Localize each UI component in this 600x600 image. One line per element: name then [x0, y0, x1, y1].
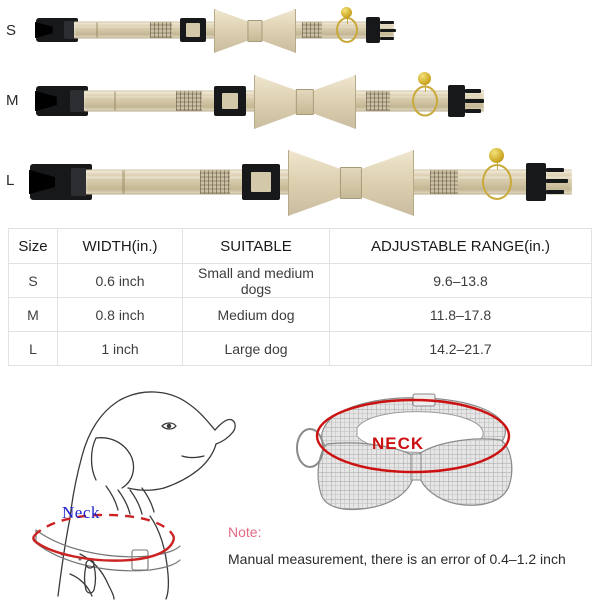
column-header-adjustable-range: ADJUSTABLE RANGE(in.) — [329, 228, 592, 264]
dog-neck-measurement-diagram — [0, 378, 292, 600]
table-header-row: Size WIDTH(in.) SUITABLE ADJUSTABLE RANG… — [8, 228, 592, 264]
bow-knot — [339, 166, 363, 200]
plaid-block — [302, 21, 322, 39]
product-row-small: S — [0, 0, 600, 60]
bow-tie — [214, 9, 296, 53]
dog-collar-medium — [36, 72, 502, 130]
bow-wing-right — [418, 438, 513, 506]
collar-neck-measurement-diagram — [295, 382, 550, 514]
buckle-prong — [465, 99, 484, 103]
cell-adjustable-range: 9.6–13.8 — [329, 263, 592, 298]
plaid-block — [176, 90, 202, 112]
bow-knot — [295, 88, 315, 116]
cell-width: 0.8 inch — [57, 297, 183, 332]
plaid-block — [366, 90, 390, 112]
bow-wing-left — [214, 9, 251, 53]
buckle-prong — [546, 190, 564, 194]
cell-adjustable-range: 14.2–21.7 — [329, 331, 592, 366]
bow-wing-left — [254, 75, 299, 129]
webbing-stripe — [122, 170, 125, 194]
bow-wing-right — [359, 150, 414, 216]
table-row: M 0.8 inch Medium dog 11.8–17.8 — [8, 297, 592, 332]
dog-neck-label: Neck — [62, 503, 100, 522]
buckle-receiver-icon — [448, 85, 465, 117]
neck-measure-ellipse — [315, 398, 511, 474]
webbing-stripe — [96, 22, 98, 38]
slide-adjuster-icon — [180, 18, 206, 42]
bell-stem — [347, 14, 348, 24]
bow-tie — [288, 150, 414, 216]
slide-adjuster-icon — [242, 164, 280, 200]
side-release-buckle-icon — [36, 86, 88, 116]
plaid-block — [200, 169, 230, 195]
table-row: L 1 inch Large dog 14.2–21.7 — [8, 331, 592, 366]
buckle-prong — [465, 109, 481, 113]
plaid-block — [150, 21, 172, 39]
gold-bell-icon — [341, 7, 352, 18]
size-chart-table: Size WIDTH(in.) SUITABLE ADJUSTABLE RANG… — [8, 228, 592, 366]
bow-knot — [410, 453, 422, 481]
collar-neck-label: NECK — [372, 434, 425, 453]
buckle-prong — [546, 179, 568, 183]
cell-size: L — [8, 331, 58, 366]
plaid-block — [430, 169, 458, 195]
note-title: Note: — [228, 524, 262, 540]
cell-suitable: Small and medium dogs — [182, 263, 330, 298]
gold-bell-icon — [418, 72, 431, 85]
product-row-medium: M — [0, 66, 600, 136]
side-release-buckle-icon — [30, 164, 92, 200]
buckle-prong — [380, 37, 394, 40]
buckle-prong — [546, 168, 564, 172]
cell-size: S — [8, 263, 58, 298]
column-header-width: WIDTH(in.) — [57, 228, 183, 264]
d-ring-icon — [296, 428, 324, 468]
dog-collar-small — [36, 6, 396, 54]
bow-tie — [254, 75, 356, 129]
buckle-prong — [465, 89, 481, 93]
side-release-buckle-icon — [36, 18, 78, 42]
column-header-size: Size — [8, 228, 58, 264]
bell-stem — [425, 80, 426, 92]
buckle-prong — [380, 21, 394, 24]
product-row-large: L — [0, 142, 600, 222]
cell-suitable: Medium dog — [182, 297, 330, 332]
column-header-suitable: SUITABLE — [182, 228, 330, 264]
bell-stem — [497, 156, 498, 170]
cell-size: M — [8, 297, 58, 332]
cell-width: 1 inch — [57, 331, 183, 366]
size-tag-large: L — [6, 172, 15, 189]
bow-knot — [247, 19, 263, 43]
note-text: Manual measurement, there is an error of… — [228, 551, 566, 567]
dog-collar-large — [30, 148, 592, 216]
size-tag-medium: M — [6, 92, 19, 109]
cell-adjustable-range: 11.8–17.8 — [329, 297, 592, 332]
buckle-prong — [380, 29, 396, 32]
cell-suitable: Large dog — [182, 331, 330, 366]
slide-adjuster-icon — [214, 86, 246, 116]
bow-wing-right — [259, 9, 296, 53]
buckle-receiver-icon — [366, 17, 380, 43]
webbing-stripe — [114, 91, 116, 111]
gold-bell-icon — [489, 148, 504, 163]
buckle-receiver-icon — [526, 163, 546, 201]
bow-wing-left — [288, 150, 343, 216]
cell-width: 0.6 inch — [57, 263, 183, 298]
size-tag-small: S — [6, 22, 17, 39]
table-row: S 0.6 inch Small and medium dogs 9.6–13.… — [8, 263, 592, 298]
bow-wing-right — [311, 75, 356, 129]
